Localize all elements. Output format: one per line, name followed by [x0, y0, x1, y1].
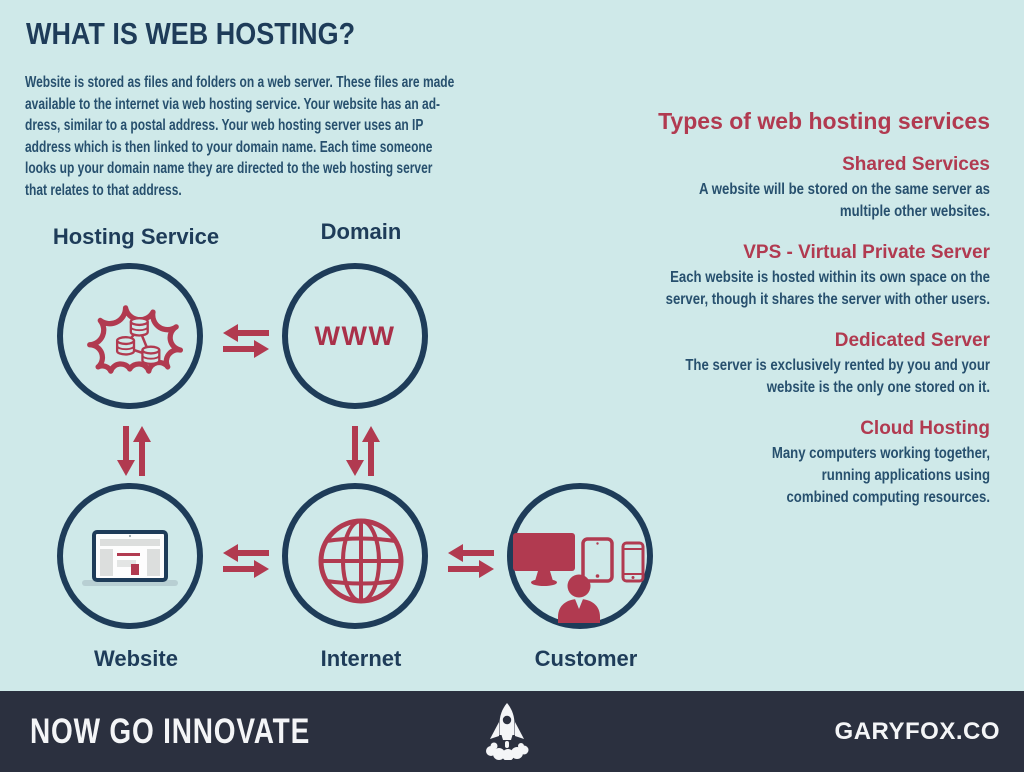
- rocket-icon: [486, 703, 529, 760]
- type-body-line: A website will be stored on the same ser…: [699, 181, 990, 198]
- intro-line: Website is stored as files and folders o…: [25, 74, 455, 91]
- type-heading-cloud-hosting: Cloud Hosting: [860, 418, 990, 439]
- footer-tagline: NOW GO INNOVATE: [30, 711, 311, 751]
- type-body-line: server, though it shares the server with…: [665, 291, 990, 308]
- type-body-line: multiple other websites.: [839, 203, 990, 220]
- type-body-line: The server is exclusively rented by you …: [685, 357, 990, 374]
- type-section-dedicated-server: Dedicated Server The server is exclusive…: [560, 330, 990, 399]
- footer-brand: GARYFOX.CO: [834, 717, 1000, 745]
- exchange-arrow-hosting-domain: [223, 324, 269, 358]
- type-body-line: Each website is hosted within its own sp…: [670, 269, 990, 286]
- devices-user-icon: [513, 533, 645, 623]
- types-heading: Types of web hosting services: [658, 108, 990, 134]
- node-label-website: Website: [94, 646, 178, 671]
- node-circle-website: [57, 483, 203, 629]
- node-circle-domain: WWW: [282, 263, 428, 409]
- type-section-shared-services: Shared Services A website will be stored…: [560, 154, 990, 223]
- exchange-arrow-domain-internet: [346, 426, 380, 476]
- exchange-arrow-website-internet: [223, 544, 269, 578]
- exchange-arrow-hosting-website: [117, 426, 151, 476]
- node-circle-customer: [507, 483, 653, 629]
- intro-line: address which is then linked to your dom…: [25, 138, 433, 156]
- type-heading-dedicated-server: Dedicated Server: [834, 330, 990, 351]
- page-title: WHAT IS WEB HOSTING?: [26, 16, 356, 51]
- intro-line: dress, similar to a postal address. Your…: [25, 117, 424, 134]
- node-label-internet: Internet: [320, 646, 402, 671]
- laptop-icon: [82, 530, 178, 586]
- types-panel: Types of web hosting services Shared Ser…: [560, 108, 990, 528]
- cloud-database-icon: [87, 305, 184, 374]
- node-circle-hosting-service: [57, 263, 203, 409]
- type-section-vps: VPS - Virtual Private Server Each websit…: [560, 242, 990, 311]
- footer-bar: NOW GO INNOVATE GARYFOX.CO: [0, 691, 1024, 772]
- exchange-arrow-internet-customer: [448, 544, 494, 578]
- node-label-hosting-service: Hosting Service: [52, 224, 220, 249]
- type-heading-vps: VPS - Virtual Private Server: [743, 242, 990, 263]
- intro-paragraph: Website is stored as files and folders o…: [25, 72, 454, 201]
- intro-line: that relates to that address.: [25, 181, 182, 199]
- node-label-domain: Domain: [320, 219, 402, 244]
- intro-line: available to the internet via web hostin…: [25, 95, 441, 113]
- type-body-line: running applications using: [821, 467, 990, 484]
- globe-icon: [318, 518, 404, 604]
- type-body-line: Many computers working together,: [771, 445, 990, 462]
- node-circle-internet: [282, 483, 428, 629]
- intro-line: looks up your domain name they are direc…: [25, 160, 433, 177]
- node-label-customer: Customer: [534, 646, 638, 671]
- type-section-cloud-hosting: Cloud Hosting Many computers working tog…: [560, 418, 990, 509]
- type-heading-shared-services: Shared Services: [842, 154, 990, 175]
- type-body-line: website is the only one stored on it.: [766, 379, 990, 396]
- www-text: WWW: [314, 320, 396, 351]
- type-body-line: combined computing resources.: [786, 489, 990, 506]
